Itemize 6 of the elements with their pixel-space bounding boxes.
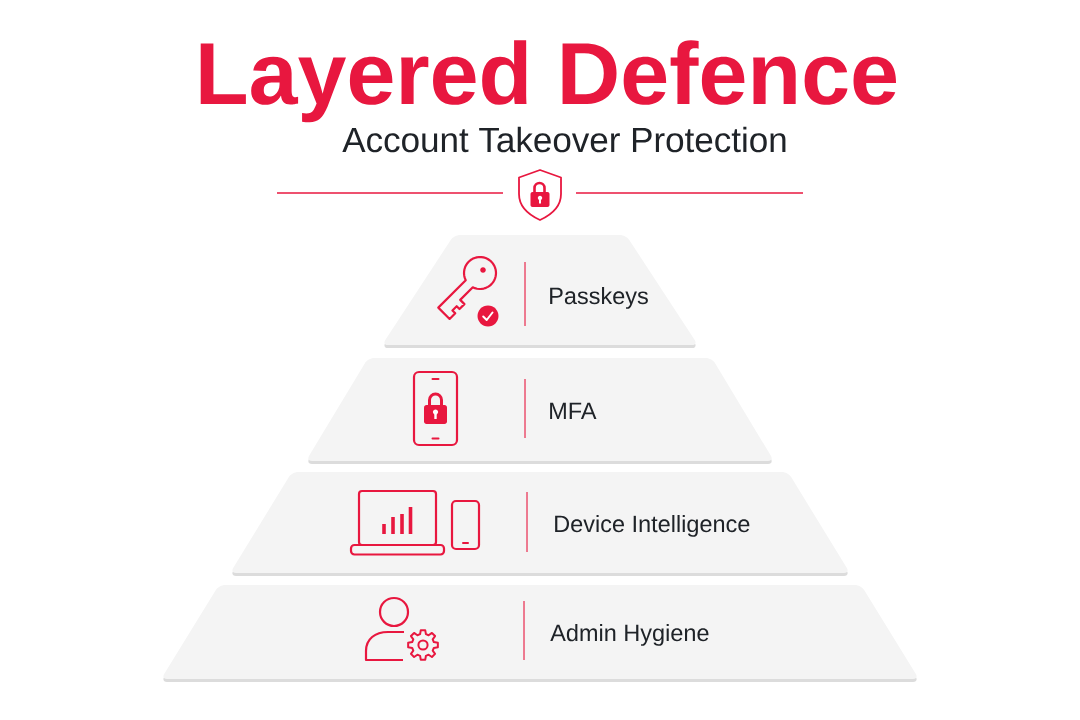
title: Layered Defence: [200, 40, 896, 123]
layer-band: Passkeys: [384, 235, 696, 348]
layer-band: Admin Hygiene: [163, 585, 917, 682]
subtitle: Account Takeover Protection: [342, 126, 786, 153]
layer-band: Device Intelligence: [232, 472, 848, 576]
layer-band: MFA: [308, 358, 772, 464]
